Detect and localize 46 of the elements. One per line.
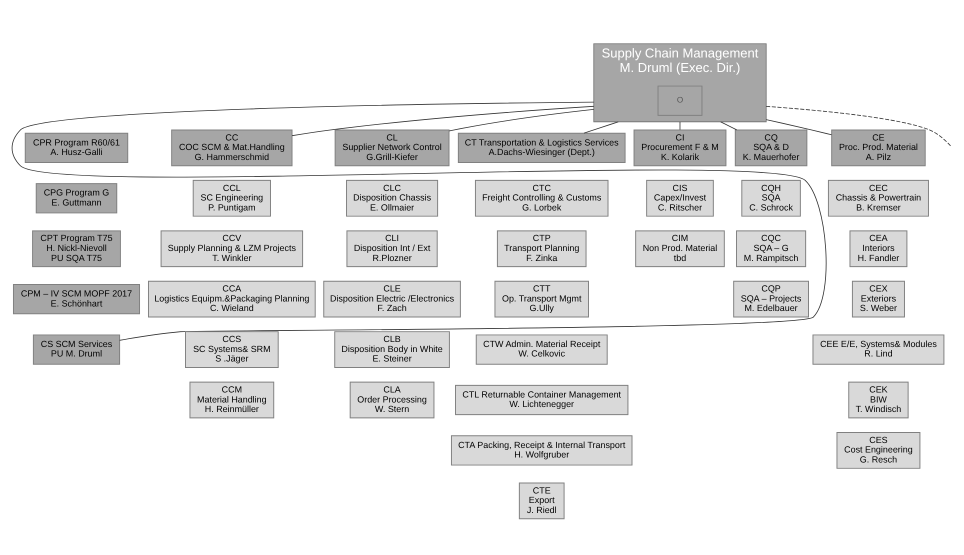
node-box: CI Procurement F & M K. Kolarik — [634, 128, 726, 166]
node-box: CC COC SCM & Mat.Handling G. Hammerschmid — [171, 128, 293, 166]
connector — [720, 120, 738, 130]
node-box: CTA Packing, Receipt & Internal Transport H. Wolfgruber — [450, 434, 632, 466]
node-box: CTP Transport Planning F. Zinka — [496, 230, 587, 267]
node-box: CE Proc. Prod. Material A. Pilz — [831, 128, 926, 166]
connector — [584, 120, 619, 134]
connector — [292, 105, 594, 136]
node-box: CEE E/E, Systems& Modules R. Lind — [812, 334, 944, 364]
node-box: CLA Order Processing W. Stern — [350, 381, 434, 418]
node-box: CEA Interiors H. Fandler — [849, 230, 908, 267]
node-box: CQ SQA & D K. Mauerhofer — [734, 128, 808, 166]
node-box: CQP SQA – Projects M. Edelbauer — [733, 280, 809, 318]
node-box: CIS Capex/Invest C. Ritscher — [646, 179, 714, 216]
node-box: CPT Program T75 H. Nickl-Nievoll PU SQA T75 — [32, 230, 121, 267]
node-box: CTL Returnable Container Management W. Lichtenegger — [455, 384, 628, 415]
node-box: CLI Disposition Int / Ext R.Plozner — [346, 230, 438, 267]
node-box: CTE Export J. Riedl — [518, 482, 565, 519]
node-box: CEX Exteriors S. Weber — [852, 280, 905, 318]
node-box: CLB Disposition Body in White E. Steiner — [334, 330, 450, 368]
node-box: CCM Material Handling H. Reinmüller — [189, 381, 274, 418]
connector — [766, 118, 832, 135]
node-box: CCS SC Systems& SRM S .Jäger — [185, 330, 279, 368]
node-box: O — [658, 85, 702, 116]
connector — [766, 105, 952, 147]
node-box: CPR Program R60/61 A. Husz-Galli — [24, 132, 128, 162]
node-box: CIM Non Prod. Material tbd — [635, 230, 725, 267]
node-box: CCA Logistics Equipm.&Packaging Planning C. Wieland — [148, 280, 316, 318]
node-box: CS SCM Services PU M. Druml — [32, 334, 120, 364]
node-box: CPM – IV SCM MOPF 2017 E. Schönhart — [12, 284, 140, 314]
node-box: CPG Program G E. Guttmann — [36, 182, 118, 213]
node-box: CEK BIW T. Windisch — [848, 381, 909, 418]
node-box: CEC Chassis & Powertrain B. Kremser — [828, 179, 929, 216]
node-box: CLC Disposition Chassis E. Ollmaier — [346, 179, 438, 216]
node-box: CES Cost Engineering G. Resch — [836, 432, 920, 468]
node-box: CCL SC Engineering P. Puntigam — [192, 179, 271, 216]
node-box: CT Transportation & Logistics Services A.Dachs-Wiesinger (Dept.) — [458, 132, 626, 162]
node-box: CL Supplier Network Control G.Grill-Kiefer — [334, 128, 450, 166]
node-box: CTT Op. Transport Mgmt G.Ully — [494, 280, 589, 318]
node-box: CCV Supply Planning & LZM Projects T. Winkler — [160, 230, 304, 267]
node-box: CQC SQA – G M. Rampitsch — [736, 230, 806, 267]
node-box: CTC Freight Controlling & Customs G. Lorbek — [474, 179, 608, 216]
connector — [448, 108, 594, 131]
node-box: CQH SQA C. Schrock — [741, 179, 801, 216]
node-box: CLE Disposition Electric /Electronics F. Zach — [323, 280, 461, 318]
node-box: CTW Admin. Material Receipt W. Celkovic — [476, 334, 608, 364]
